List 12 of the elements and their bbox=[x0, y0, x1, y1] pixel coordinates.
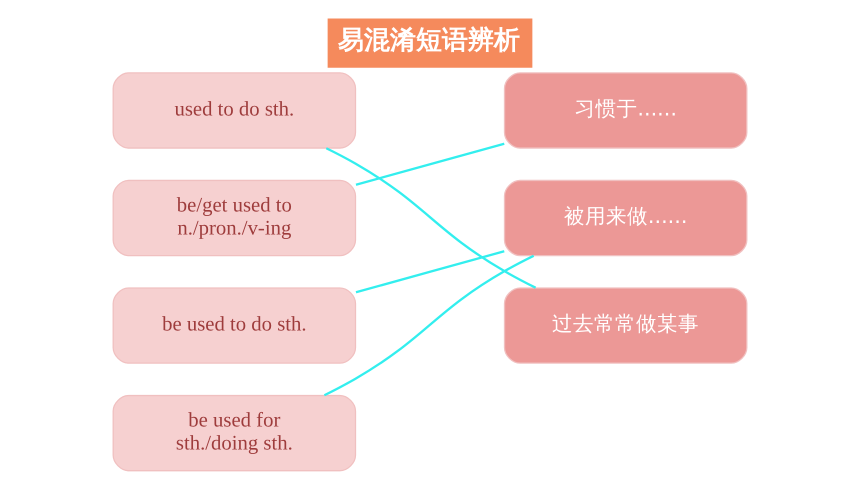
node-box: 被用来做...... bbox=[504, 180, 748, 256]
node-box: be used to do sth. bbox=[112, 287, 356, 364]
connector bbox=[356, 142, 505, 186]
node-box: be/get used to n./pron./v-ing bbox=[112, 180, 356, 256]
node-box: 过去常常做某事 bbox=[504, 287, 748, 364]
connector bbox=[356, 250, 505, 294]
diagram-title: 易混淆短语辨析 bbox=[338, 25, 520, 56]
connector bbox=[324, 254, 534, 396]
connector bbox=[326, 147, 536, 289]
node-box: 习惯于...... bbox=[504, 72, 748, 149]
node-box: used to do sth. bbox=[112, 72, 356, 149]
node-box: be used for sth./doing sth. bbox=[112, 394, 356, 472]
